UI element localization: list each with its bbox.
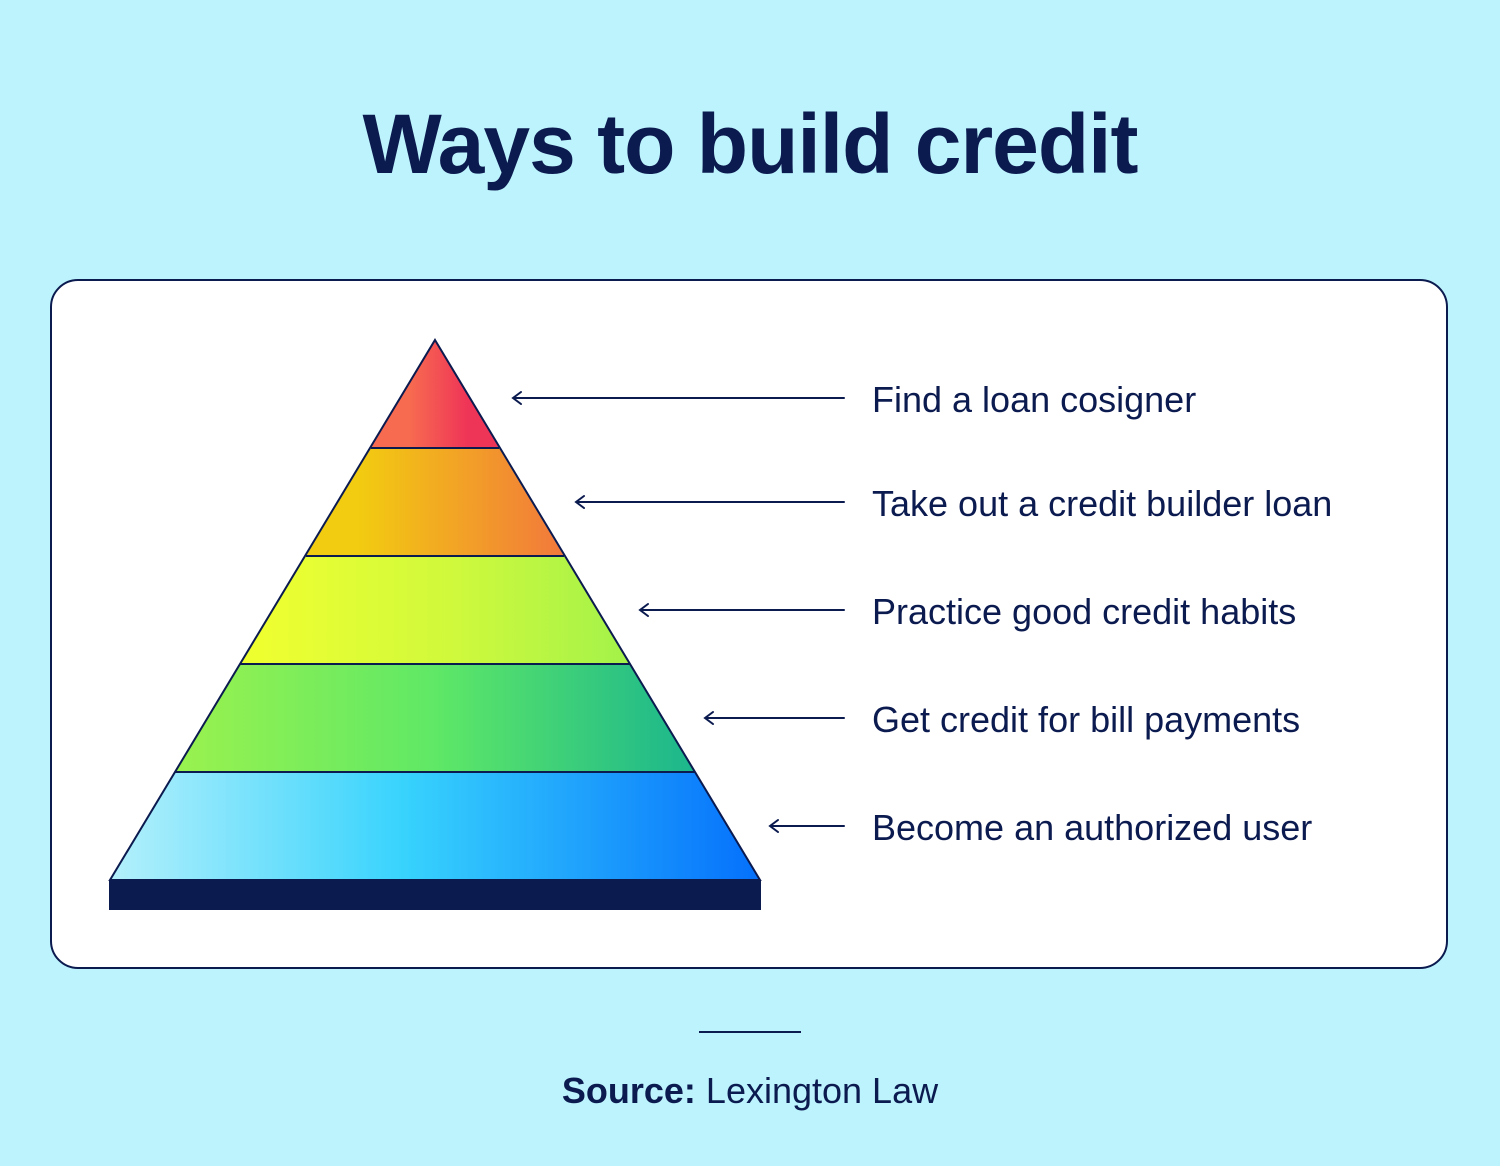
pyramid-level-5 bbox=[110, 772, 760, 880]
level-label: Find a loan cosigner bbox=[872, 379, 1197, 420]
arrow-icon bbox=[511, 391, 845, 405]
pyramid-base bbox=[109, 880, 761, 910]
pyramid-level-2 bbox=[306, 448, 564, 556]
pyramid-level-1 bbox=[371, 340, 499, 448]
source-label: Source: bbox=[561, 1070, 696, 1111]
arrow-icon bbox=[703, 711, 845, 725]
page-title: Ways to build credit bbox=[362, 97, 1139, 191]
level-label: Take out a credit builder loan bbox=[872, 483, 1333, 524]
arrow-icon bbox=[638, 603, 845, 617]
level-label: Become an authorized user bbox=[872, 807, 1313, 848]
source-credit: Source: Lexington Law bbox=[0, 1070, 1500, 1112]
source-value: Lexington Law bbox=[695, 1070, 939, 1111]
arrow-icon bbox=[768, 819, 845, 833]
level-label: Get credit for bill payments bbox=[872, 699, 1301, 740]
pyramid-level-4 bbox=[175, 664, 695, 772]
pyramid-level-3 bbox=[240, 556, 630, 664]
arrow-icon bbox=[574, 495, 845, 509]
divider bbox=[699, 1031, 801, 1033]
level-label: Practice good credit habits bbox=[872, 591, 1297, 632]
